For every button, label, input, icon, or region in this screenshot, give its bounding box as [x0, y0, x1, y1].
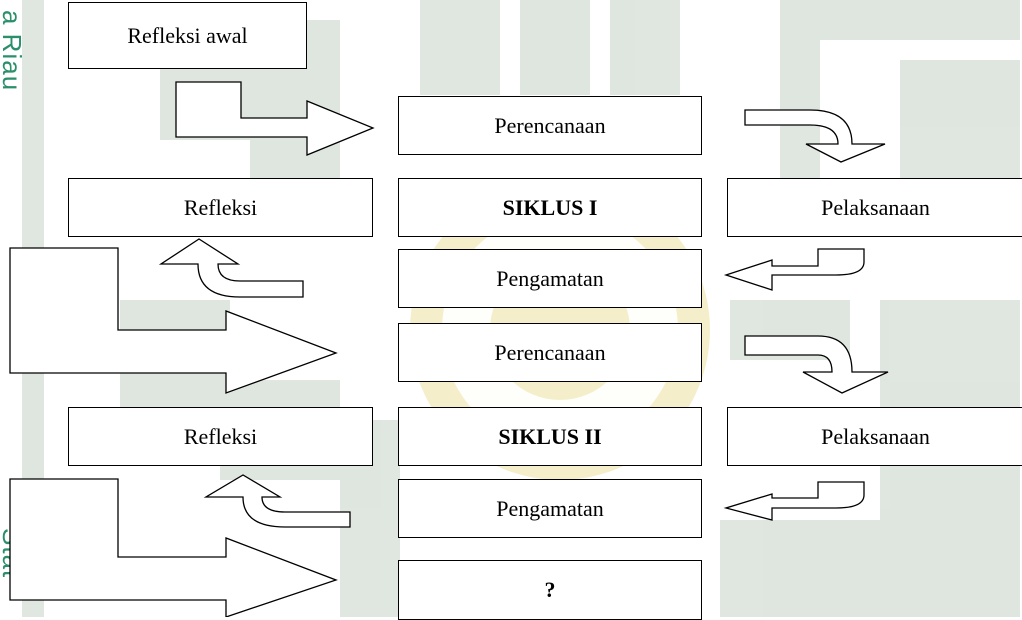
arrow-planning-to-action-2 — [744, 335, 889, 394]
arrow-action-to-observation-1 — [723, 248, 865, 291]
box-next-cycle: ? — [398, 560, 702, 620]
box-cycle-2: SIKLUS II — [398, 407, 702, 466]
box-action-1: Pelaksanaan — [727, 178, 1022, 237]
arrow-observation-to-reflection-2 — [203, 474, 351, 528]
box-action-2: Pelaksanaan — [727, 407, 1022, 466]
arrow-planning-to-action-1 — [744, 109, 886, 163]
box-planning-2: Perencanaan — [398, 323, 702, 382]
arrow-start-to-planning — [175, 81, 375, 156]
box-observation-2: Pengamatan — [398, 479, 702, 538]
box-reflection-start: Refleksi awal — [68, 2, 307, 69]
box-observation-1: Pengamatan — [398, 249, 702, 308]
box-reflection-2: Refleksi — [68, 407, 373, 466]
sidebar-text-top: a Riau — [0, 10, 27, 92]
arrow-action-to-observation-2 — [723, 481, 865, 521]
arrow-observation-to-reflection-1 — [158, 238, 304, 298]
box-planning-1: Perencanaan — [398, 96, 702, 155]
arrow-reflection-to-planning-2 — [9, 247, 338, 394]
box-reflection-1: Refleksi — [68, 178, 373, 237]
arrow-reflection-to-next — [9, 478, 338, 617]
box-cycle-1: SIKLUS I — [398, 178, 702, 237]
